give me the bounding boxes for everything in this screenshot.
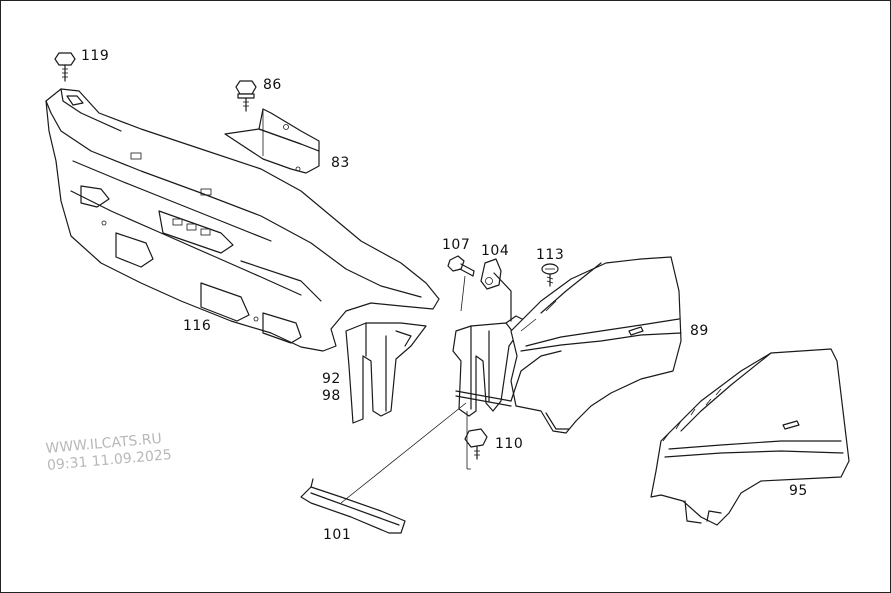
part-number-119[interactable]: 119 bbox=[81, 48, 110, 64]
side-bracket-assembly-drawing[interactable] bbox=[452, 315, 527, 417]
part-number-83[interactable]: 83 bbox=[331, 155, 350, 171]
bolt-119-drawing[interactable] bbox=[54, 52, 76, 82]
part-number-110[interactable]: 110 bbox=[495, 436, 524, 452]
fender-95-drawing[interactable] bbox=[650, 348, 850, 526]
part-number-92[interactable]: 92 bbox=[322, 371, 341, 387]
bracket-83-drawing[interactable] bbox=[224, 108, 320, 174]
part-number-89[interactable]: 89 bbox=[690, 323, 709, 339]
part-number-107[interactable]: 107 bbox=[442, 237, 471, 253]
leader-lines bbox=[340, 275, 471, 504]
strip-101-drawing[interactable] bbox=[300, 478, 406, 534]
part-number-95[interactable]: 95 bbox=[789, 483, 808, 499]
bolt-107-drawing[interactable] bbox=[447, 255, 475, 277]
bolt-86-drawing[interactable] bbox=[235, 80, 257, 112]
part-number-116[interactable]: 116 bbox=[183, 318, 212, 334]
bracket-92-98-drawing[interactable] bbox=[345, 322, 427, 424]
part-number-86[interactable]: 86 bbox=[263, 77, 282, 93]
bolt-110-drawing[interactable] bbox=[464, 428, 488, 460]
cross-member-116-drawing[interactable] bbox=[45, 88, 440, 352]
fender-89-drawing[interactable] bbox=[510, 256, 682, 434]
clip-104-drawing[interactable] bbox=[480, 258, 512, 322]
part-number-113[interactable]: 113 bbox=[536, 247, 565, 263]
part-number-101[interactable]: 101 bbox=[323, 527, 352, 543]
part-number-104[interactable]: 104 bbox=[481, 243, 510, 259]
screw-113-drawing[interactable] bbox=[541, 263, 559, 287]
part-number-98[interactable]: 98 bbox=[322, 388, 341, 404]
